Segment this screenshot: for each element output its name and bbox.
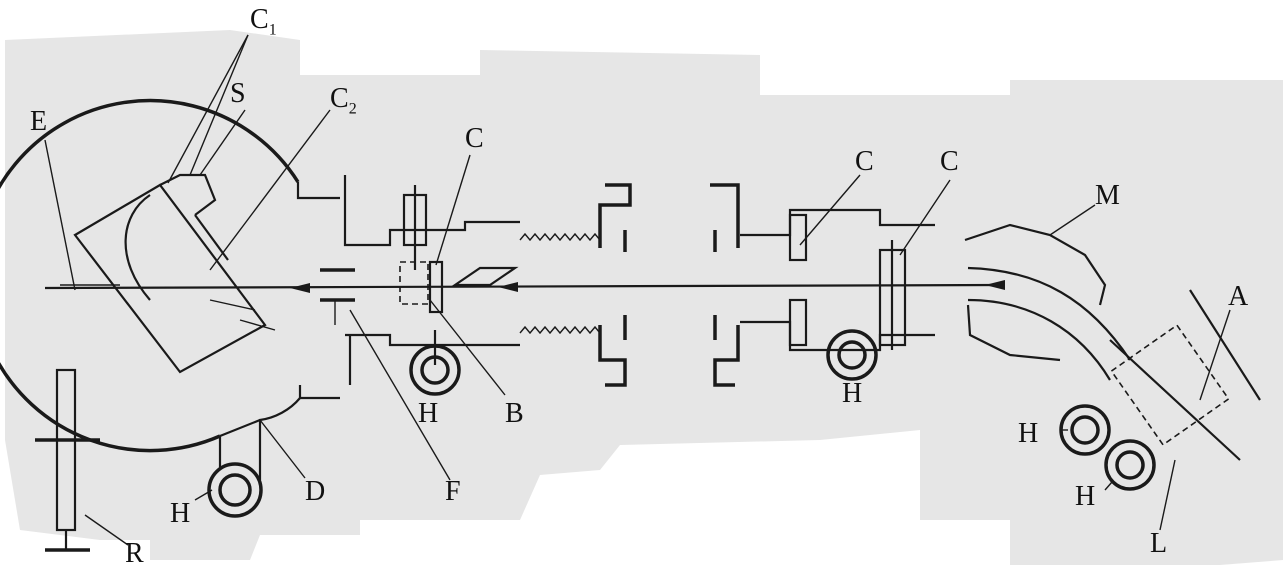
pump-bottom-left bbox=[207, 462, 263, 518]
beam-axis bbox=[44, 280, 1005, 293]
label-h-middle: H bbox=[418, 398, 439, 429]
pump-right-lower bbox=[1104, 439, 1156, 491]
label-h-right-lower: H bbox=[1075, 481, 1096, 512]
background-wash bbox=[5, 30, 1283, 565]
label-h-bottom-left: H bbox=[170, 498, 191, 529]
label-f: F bbox=[445, 476, 461, 507]
rotating-rod bbox=[35, 368, 100, 552]
label-r: R bbox=[125, 538, 144, 569]
leader-lines bbox=[44, 34, 1231, 546]
bending-magnet bbox=[964, 223, 1261, 461]
beam-pipe-right bbox=[740, 208, 935, 352]
label-c-left: C bbox=[465, 123, 484, 154]
label-h-right-center: H bbox=[842, 378, 863, 409]
label-c-middle: C bbox=[855, 146, 874, 177]
label-b: B bbox=[505, 398, 524, 429]
pump-middle bbox=[409, 344, 461, 396]
label-c2: C2 bbox=[330, 83, 357, 118]
pump-right-center bbox=[826, 329, 878, 381]
label-c-right: C bbox=[940, 146, 959, 177]
label-e: E bbox=[30, 106, 48, 137]
beam-pipe-left bbox=[320, 175, 601, 385]
label-c1: C1 bbox=[250, 4, 277, 39]
label-m: M bbox=[1095, 180, 1120, 211]
label-a: A bbox=[1228, 281, 1249, 312]
label-l: L bbox=[1150, 528, 1168, 559]
label-d: D bbox=[305, 476, 326, 507]
label-h-right-upper: H bbox=[1018, 418, 1039, 449]
central-cross bbox=[598, 183, 740, 387]
label-s: S bbox=[230, 78, 246, 109]
